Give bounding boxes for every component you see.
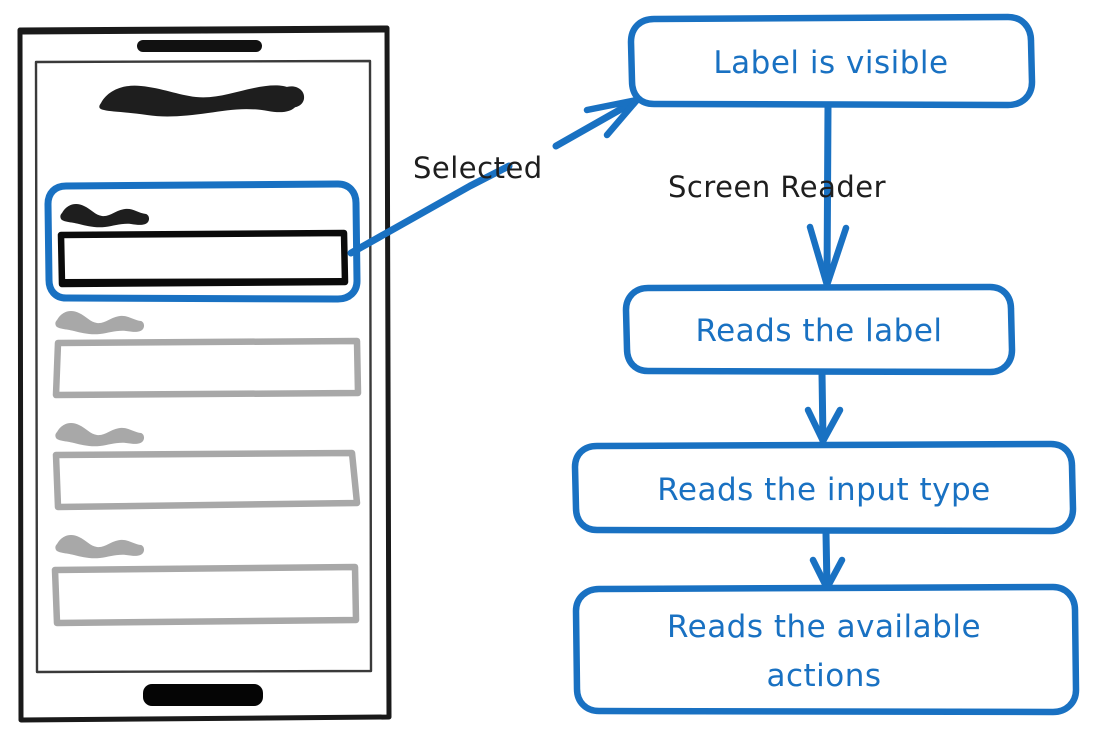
edge-label-visible-to-reads-label bbox=[806, 102, 850, 289]
field-1-input-overdraw bbox=[62, 278, 344, 283]
node-reads-the-input-type[interactable]: Reads the input type bbox=[571, 440, 1077, 535]
phone-mockup bbox=[17, 25, 392, 723]
selected-annotation: Selected bbox=[413, 151, 543, 185]
field-2-label-scribble bbox=[55, 311, 145, 335]
field-3-input[interactable] bbox=[52, 449, 361, 511]
node-reads-the-available-actions-line-1: Reads the available bbox=[667, 609, 981, 645]
field-2-input[interactable] bbox=[52, 337, 362, 399]
field-4-input[interactable] bbox=[51, 563, 360, 627]
edge-phone-to-selected bbox=[347, 162, 513, 257]
edge-selected-to-label-visible bbox=[552, 96, 641, 150]
node-reads-the-label-text: Reads the label bbox=[695, 313, 942, 349]
scribble-heading bbox=[99, 85, 298, 117]
field-3-label-scribble bbox=[55, 423, 145, 447]
node-reads-the-label[interactable]: Reads the label bbox=[622, 283, 1016, 376]
node-reads-the-input-type-text: Reads the input type bbox=[657, 472, 990, 508]
scribble-heading-cap bbox=[280, 86, 305, 108]
field-1-label-scribble bbox=[60, 204, 150, 228]
node-reads-the-available-actions[interactable]: Reads the available actions bbox=[572, 583, 1080, 716]
field-2[interactable] bbox=[52, 311, 362, 399]
node-label-is-visible-box bbox=[627, 13, 1036, 109]
node-reads-the-available-actions-line-2: actions bbox=[766, 658, 881, 694]
speaker-bar bbox=[137, 40, 262, 52]
home-button[interactable] bbox=[143, 684, 263, 706]
field-1-input[interactable] bbox=[57, 229, 349, 288]
field-1-selection-ring bbox=[44, 180, 361, 303]
field-1[interactable] bbox=[44, 180, 361, 303]
field-4-label-scribble bbox=[55, 535, 145, 559]
node-reads-the-input-type-box bbox=[571, 440, 1077, 535]
node-reads-the-label-box bbox=[622, 283, 1016, 376]
edge-input-type-to-available-actions bbox=[809, 529, 846, 592]
node-reads-the-available-actions-box bbox=[572, 583, 1080, 716]
phone-outer-frame-overdraw bbox=[20, 29, 387, 35]
edge-label-screen-reader: Screen Reader bbox=[668, 170, 886, 204]
node-label-is-visible-text: Label is visible bbox=[713, 45, 948, 81]
field-3[interactable] bbox=[52, 423, 361, 511]
edge-reads-label-to-input-type bbox=[804, 369, 844, 445]
field-1-selection-ring-overdraw bbox=[70, 183, 332, 189]
node-label-is-visible[interactable]: Label is visible bbox=[627, 13, 1036, 109]
field-4[interactable] bbox=[51, 535, 360, 627]
